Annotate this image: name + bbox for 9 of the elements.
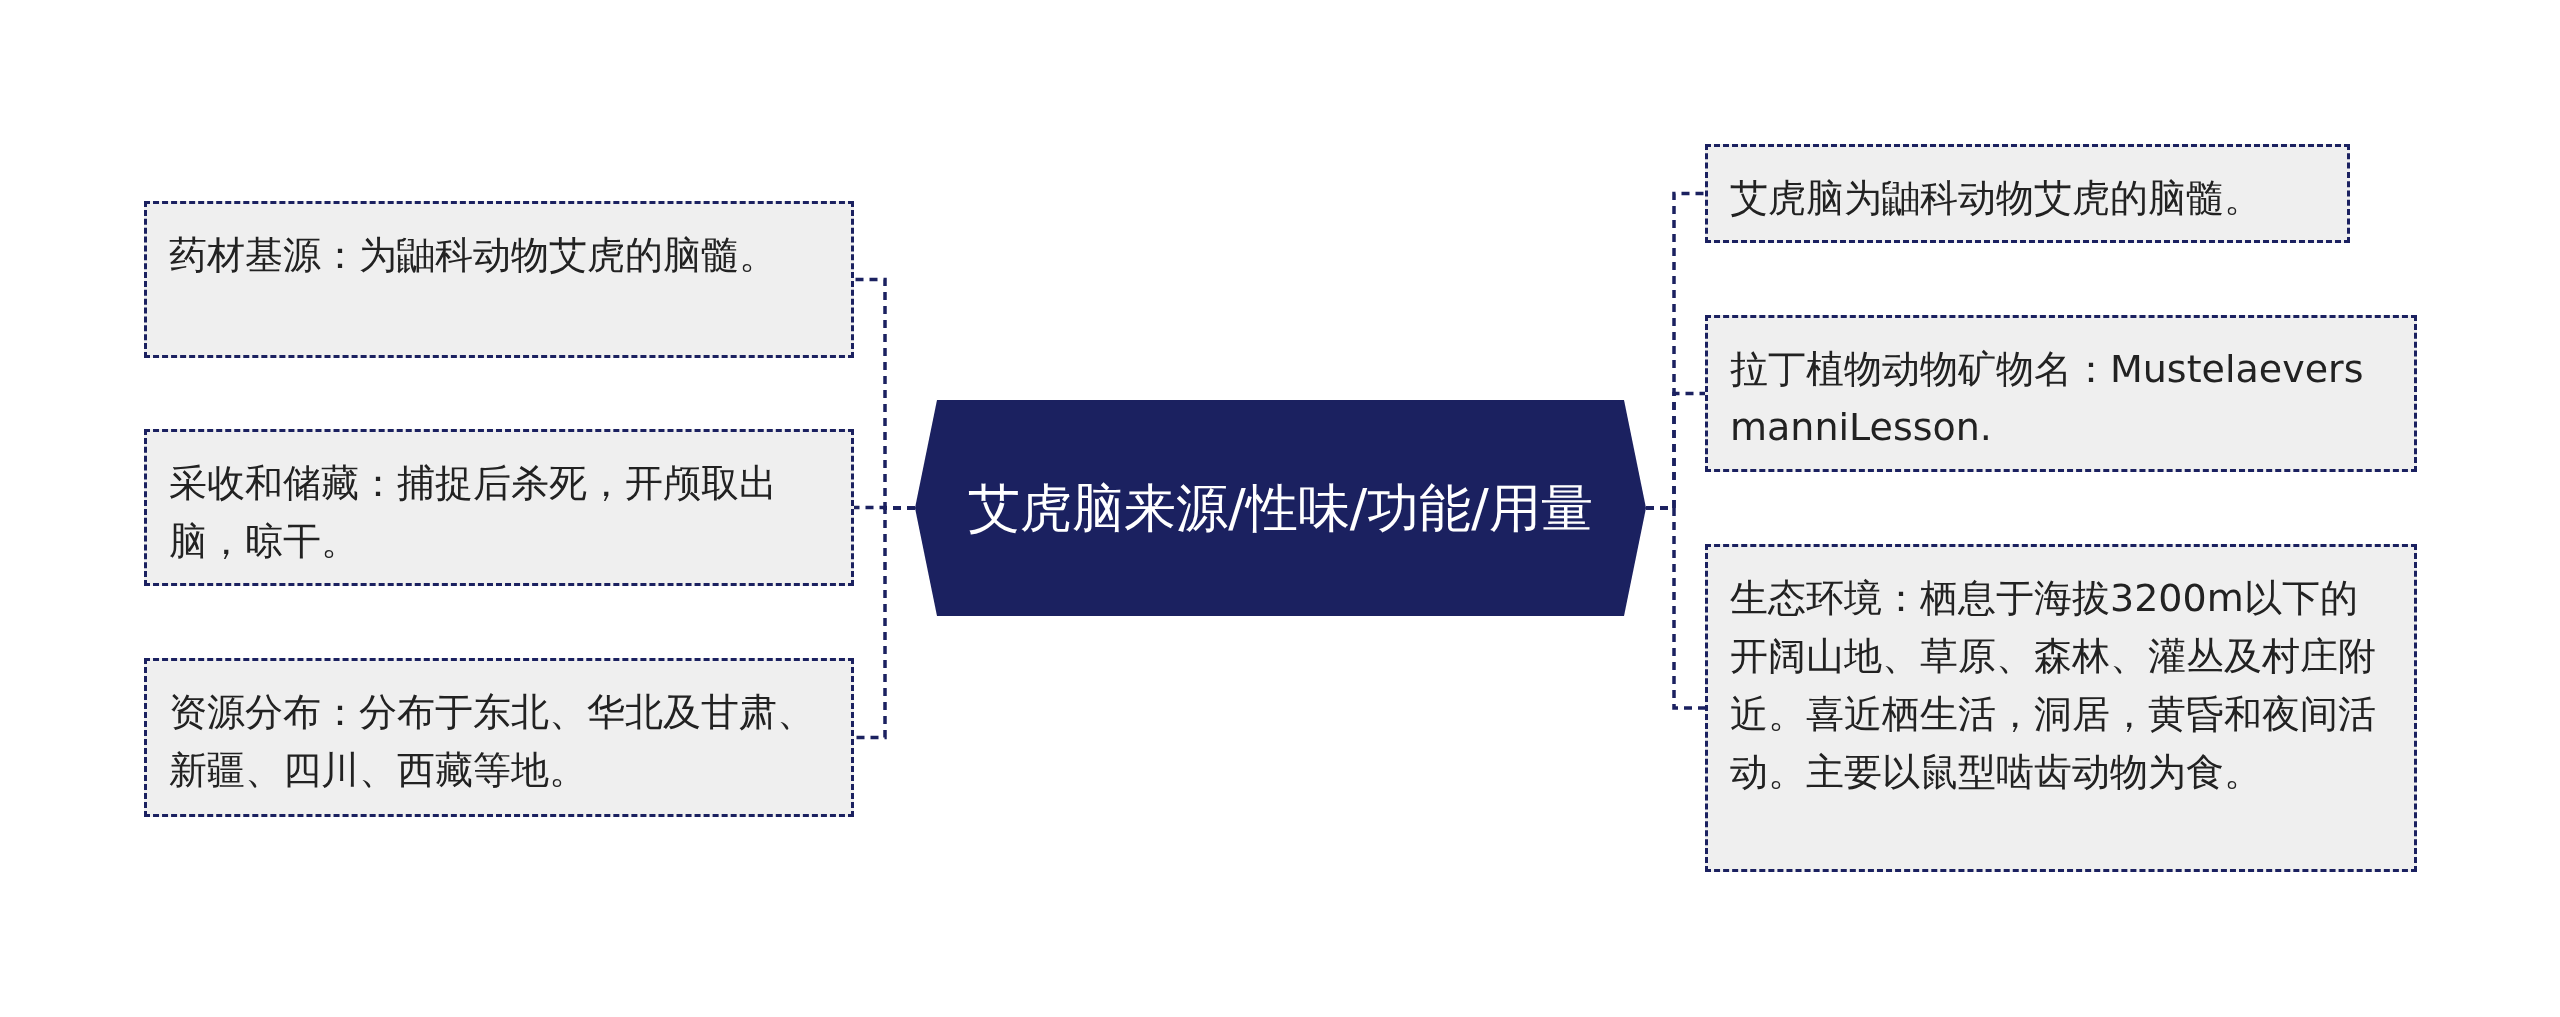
connector-line <box>1646 506 1705 710</box>
text-box: 资源分布：分布于东北、华北及甘肃、新疆、四川、西藏等地。 <box>144 658 854 817</box>
text-box: 艾虎脑为鼬科动物艾虎的脑髓。 <box>1705 144 2350 243</box>
topic-title: 艾虎脑来源/性味/功能/用量 <box>968 477 1593 540</box>
text-box: 药材基源：为鼬科动物艾虎的脑髓。 <box>144 201 854 358</box>
text-box: 拉丁植物动物矿物名：MustelaeversmanniLesson. <box>1705 315 2417 472</box>
text-box: 生态环境：栖息于海拔3200m以下的开阔山地、草原、森林、灌丛及村庄附近。喜近栖生活，洞居，黄昏和夜间活动。主要以鼠型啮齿动物为食。 <box>1705 544 2417 872</box>
connector-line <box>854 506 915 740</box>
text-box: 采收和储藏：捕捉后杀死，开颅取出脑，晾干。 <box>144 429 854 586</box>
